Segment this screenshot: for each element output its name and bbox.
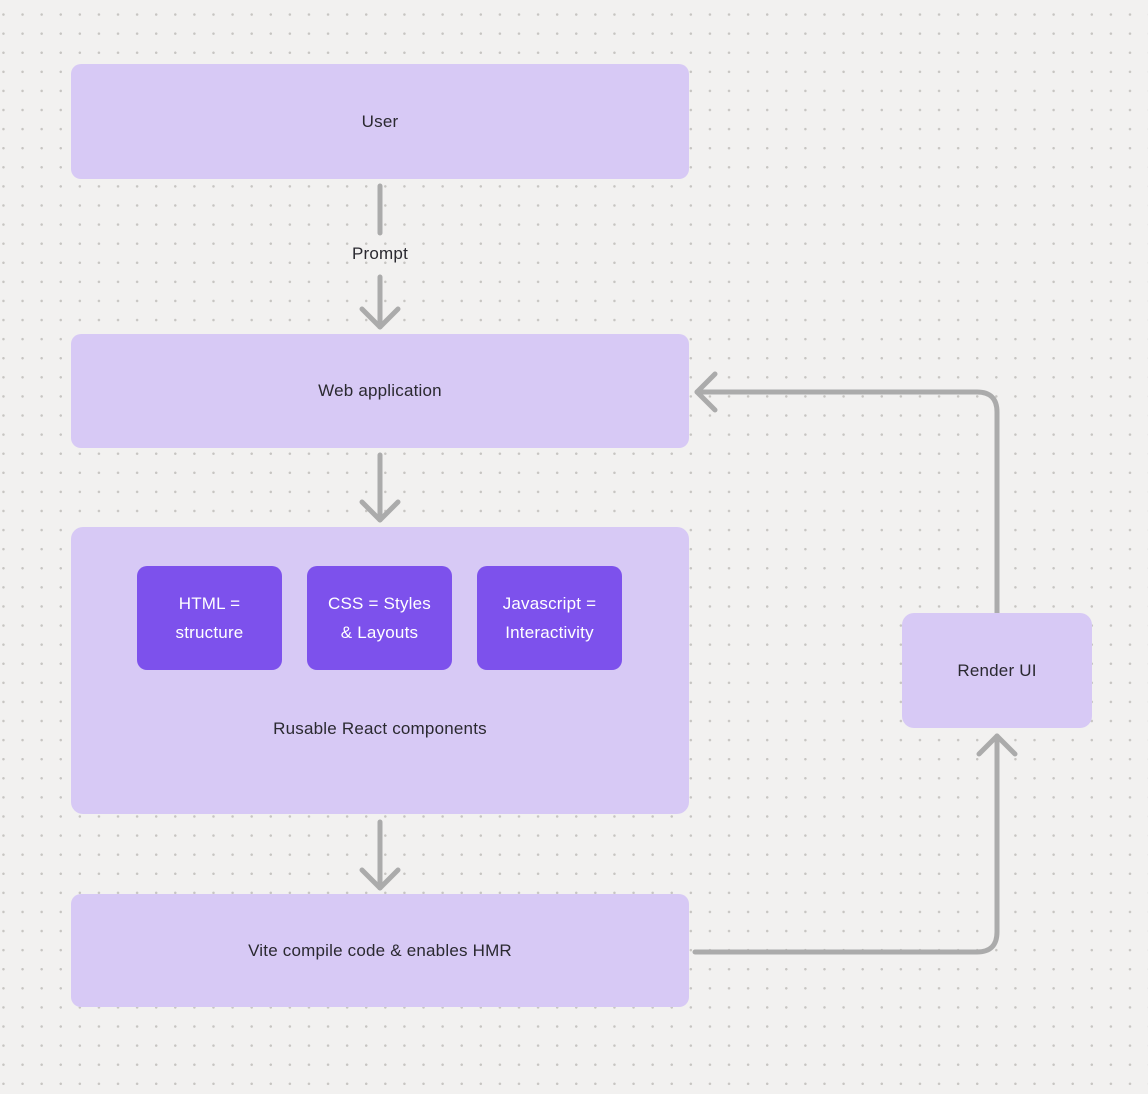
- connector-renderui-to-webapp[interactable]: [694, 389, 1000, 616]
- arrowhead-up-renderui-icon: [976, 733, 1018, 757]
- node-react-components-group[interactable]: HTML = structure CSS = Styles & Layouts …: [71, 527, 689, 814]
- node-render-ui-label: Render UI: [957, 660, 1037, 680]
- node-javascript-label-line1: Javascript =: [502, 594, 597, 613]
- node-user[interactable]: User: [71, 64, 689, 179]
- components-caption: Rusable React components: [273, 719, 487, 738]
- node-javascript-label-line2: Interactivity: [505, 623, 594, 642]
- node-render-ui[interactable]: Render UI: [902, 613, 1092, 728]
- components-row: HTML = structure CSS = Styles & Layouts …: [137, 566, 622, 670]
- node-css[interactable]: CSS = Styles & Layouts: [307, 566, 452, 670]
- node-vite-label: Vite compile code & enables HMR: [248, 940, 512, 960]
- node-html[interactable]: HTML = structure: [137, 566, 282, 670]
- node-javascript[interactable]: Javascript = Interactivity: [477, 566, 622, 670]
- arrowhead-down-vite-icon: [359, 867, 401, 891]
- node-css-label-line1: CSS = Styles: [327, 594, 432, 613]
- node-user-label: User: [361, 111, 399, 131]
- node-html-label-line1: HTML =: [178, 594, 241, 613]
- connector-vite-to-renderui[interactable]: [692, 733, 1000, 955]
- node-web-application-label: Web application: [318, 381, 442, 400]
- node-web-application[interactable]: Web application: [71, 334, 689, 448]
- edge-label-prompt: Prompt: [352, 244, 408, 263]
- node-css-label-line2: & Layouts: [340, 623, 419, 642]
- arrowhead-down-webapp-icon: [359, 306, 401, 330]
- arrowhead-down-components-icon: [359, 499, 401, 523]
- arrowhead-left-webapp-icon: [694, 371, 718, 413]
- node-html-label-line2: structure: [175, 623, 244, 642]
- node-vite[interactable]: Vite compile code & enables HMR: [71, 894, 689, 1007]
